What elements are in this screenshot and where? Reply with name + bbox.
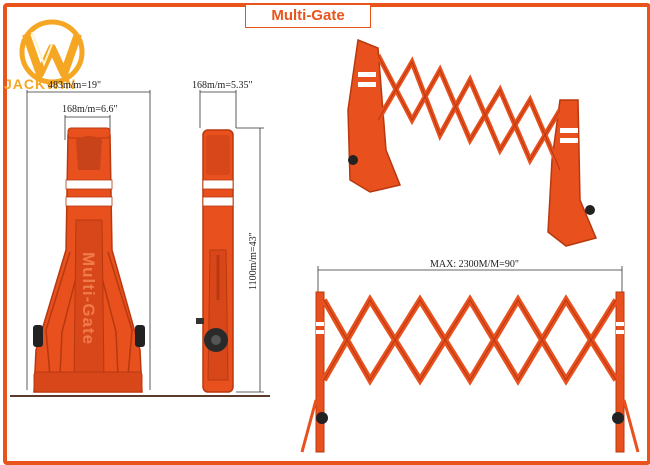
- front-width-outer-label: 483m/m=19": [48, 80, 102, 91]
- extended-max-width-label: MAX: 2300M/M=90": [430, 259, 519, 270]
- page-title: Multi-Gate: [245, 4, 371, 28]
- brand-logo-text: JACKWIN: [4, 76, 77, 92]
- side-view-barrier: [196, 90, 264, 393]
- folded-barrier-3d: [347, 38, 598, 247]
- jackwin-w-logo-icon: [19, 19, 85, 85]
- front-view-barrier: [26, 90, 151, 393]
- front-width-inner-label: 168m/m=6.6": [62, 104, 118, 115]
- extended-barrier: [300, 266, 640, 453]
- barrier-body-brand-text: Multi-Gate: [79, 252, 98, 346]
- side-width-label: 168m/m=5.35": [192, 80, 253, 91]
- side-height-label: 1100m/m=43": [248, 232, 259, 290]
